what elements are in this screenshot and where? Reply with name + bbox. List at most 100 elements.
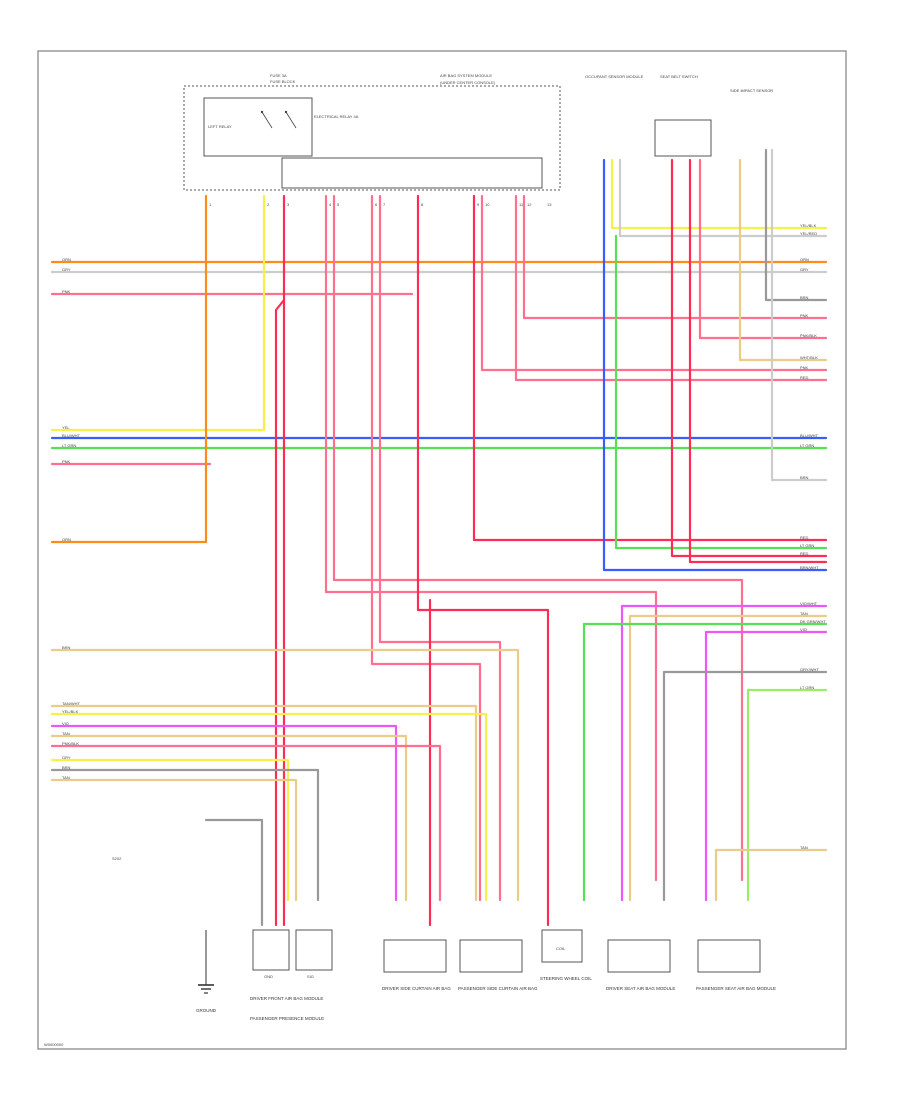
right-wire-label: YEL/RED	[800, 231, 817, 236]
right-wire-label: LT GRN	[800, 443, 814, 448]
module-pin-label: 3	[287, 202, 290, 207]
left-wire-label: VIO	[62, 721, 69, 726]
diagram-frame	[37, 50, 847, 1050]
splice-label: S202	[112, 856, 122, 861]
wire-d-pink-11	[522, 194, 828, 320]
component-box-c7	[697, 939, 761, 973]
component-c3-label: DRIVER SIDE CURTAIN AIR BAG	[382, 986, 451, 991]
wire-l-tan-2	[50, 704, 478, 902]
wire-l-violet	[50, 724, 398, 902]
component-box-c2	[295, 929, 333, 971]
right-wire-label: TAN	[800, 845, 808, 850]
component-box-c6	[607, 939, 671, 973]
module-title: AIR BAG SYSTEM MODULE	[440, 73, 492, 78]
relay-right-label: ELECTRICAL RELAY 4A	[314, 114, 359, 119]
component-c6-label: DRIVER SEAT AIR BAG MODULE	[606, 986, 675, 991]
relay-left-label: LEFT RELAY	[208, 124, 232, 129]
module-pin-label: 13	[547, 202, 552, 207]
wire-l-yellow-2	[50, 758, 290, 902]
wire-d-red-1b	[274, 298, 286, 927]
wire-l-gray	[50, 768, 320, 902]
wire-d-red-8	[472, 194, 828, 542]
ground-symbol: GROUND	[196, 930, 217, 1013]
left-wire-label: YEL/BLK	[62, 709, 79, 714]
right-wire-label: BRN/WHT	[800, 565, 819, 570]
module-pin-label: 8	[421, 202, 424, 207]
left-wire-label: PNK	[62, 459, 71, 464]
fuse-sub: FUSE BLOCK	[270, 79, 296, 84]
module-sub: (UNDER CENTER CONSOLE)	[440, 80, 496, 85]
left-wire-label: LT GRN	[62, 443, 76, 448]
right-wire-label: YEL/BLK	[800, 223, 817, 228]
right-wire-label: VIO	[800, 627, 807, 632]
wire-r-gray	[662, 670, 828, 902]
left-wire-label: GRY	[62, 267, 71, 272]
component-c1-label: DRIVER FRONT AIR BAG MODULE	[250, 996, 323, 1001]
c2-tag: SIG	[307, 974, 314, 979]
left-wire-label: PNK/BLK	[62, 741, 79, 746]
right-wire-label: PNK/BLK	[800, 333, 817, 338]
right-wire-label: DK GRN/WHT	[800, 619, 826, 624]
wire-r-tan-1	[628, 614, 828, 902]
seat-belt-switch-box	[654, 119, 712, 157]
wire-s-red-2	[688, 158, 828, 564]
wire-s-gray-2	[764, 148, 828, 302]
right-wire-label: WHT/BLK	[800, 355, 818, 360]
left-wire-label: TAN/WHT	[62, 701, 80, 706]
right-wire-label: GRY	[800, 267, 809, 272]
wire-d-red-6	[416, 194, 550, 927]
wire-d-pink-3	[332, 194, 744, 882]
wire-s-yellow	[610, 158, 828, 230]
wire-r-violet-1	[620, 604, 828, 902]
component-c7-label: PASSENGER SEAT AIR BAG MODULE	[696, 986, 776, 991]
right-wire-label: PNK	[800, 365, 809, 370]
wire-d-pink-4	[370, 194, 482, 902]
left-wire-label: BRN	[62, 765, 71, 770]
module-pin-label: 2	[267, 202, 270, 207]
wire-r-lgreen	[746, 688, 828, 902]
right-wire-label: BRN	[800, 475, 809, 480]
wire-g-gray	[204, 818, 264, 927]
wires-layer	[50, 148, 828, 927]
fuse-title: FUSE 3A	[270, 73, 287, 78]
wire-l-tan-1	[50, 648, 520, 902]
component-box-c3	[383, 939, 447, 973]
right-wire-label: RED	[800, 551, 809, 556]
right-wire-label: RED	[800, 375, 809, 380]
wire-l-pink	[50, 744, 442, 902]
wire-s-red-1	[670, 158, 828, 558]
wire-l-tan-3	[50, 734, 408, 902]
right-wire-label: RED	[800, 535, 809, 540]
right-wire-label: GRY/WHT	[800, 667, 819, 672]
wire-d-pink-10	[514, 194, 828, 382]
top-sensors: OCCUPANT SENSOR MODULE SEAT BELT SWITCH …	[585, 74, 773, 157]
wire-l-yellow	[50, 712, 488, 902]
right-wire-label: LT GRN	[800, 685, 814, 690]
left-wire-label: GRY	[62, 755, 71, 760]
sensor-1-label: OCCUPANT SENSOR MODULE	[585, 74, 644, 79]
right-wire-label: PNK	[800, 313, 809, 318]
wire-r-green-1	[582, 622, 828, 902]
component-c5-label: STEERING WHEEL COIL	[540, 976, 592, 981]
module-pin-label: 9	[477, 202, 480, 207]
left-wire-label: PNK	[62, 289, 71, 294]
left-wire-label: TAN	[62, 731, 70, 736]
module-pin-label: 10	[485, 202, 490, 207]
left-wire-label: TAN	[62, 775, 70, 780]
sensor-3-label: SIDE IMPACT SENSOR	[730, 88, 773, 93]
wire-s-blue	[602, 158, 828, 572]
wire-r-tan-2	[714, 848, 828, 902]
wire-h-orange-2	[50, 194, 208, 544]
wire-s-pink	[698, 158, 828, 340]
bottom-components: GROUND S202 GND SIG DRIVER FRONT AIR BAG…	[112, 856, 776, 1021]
wire-l-tan-4	[50, 778, 298, 902]
sensor-2-label: SEAT BELT SWITCH	[660, 74, 698, 79]
right-wire-label: VIO/WHT	[800, 601, 818, 606]
component-c4-label: PASSENGER SIDE CURTAIN AIR BAG	[458, 986, 538, 991]
right-wire-label: ORN	[800, 257, 809, 262]
module-pin-label: 7	[383, 202, 386, 207]
wire-d-pink-9	[480, 194, 828, 372]
module-pin-label: 4	[329, 202, 332, 207]
